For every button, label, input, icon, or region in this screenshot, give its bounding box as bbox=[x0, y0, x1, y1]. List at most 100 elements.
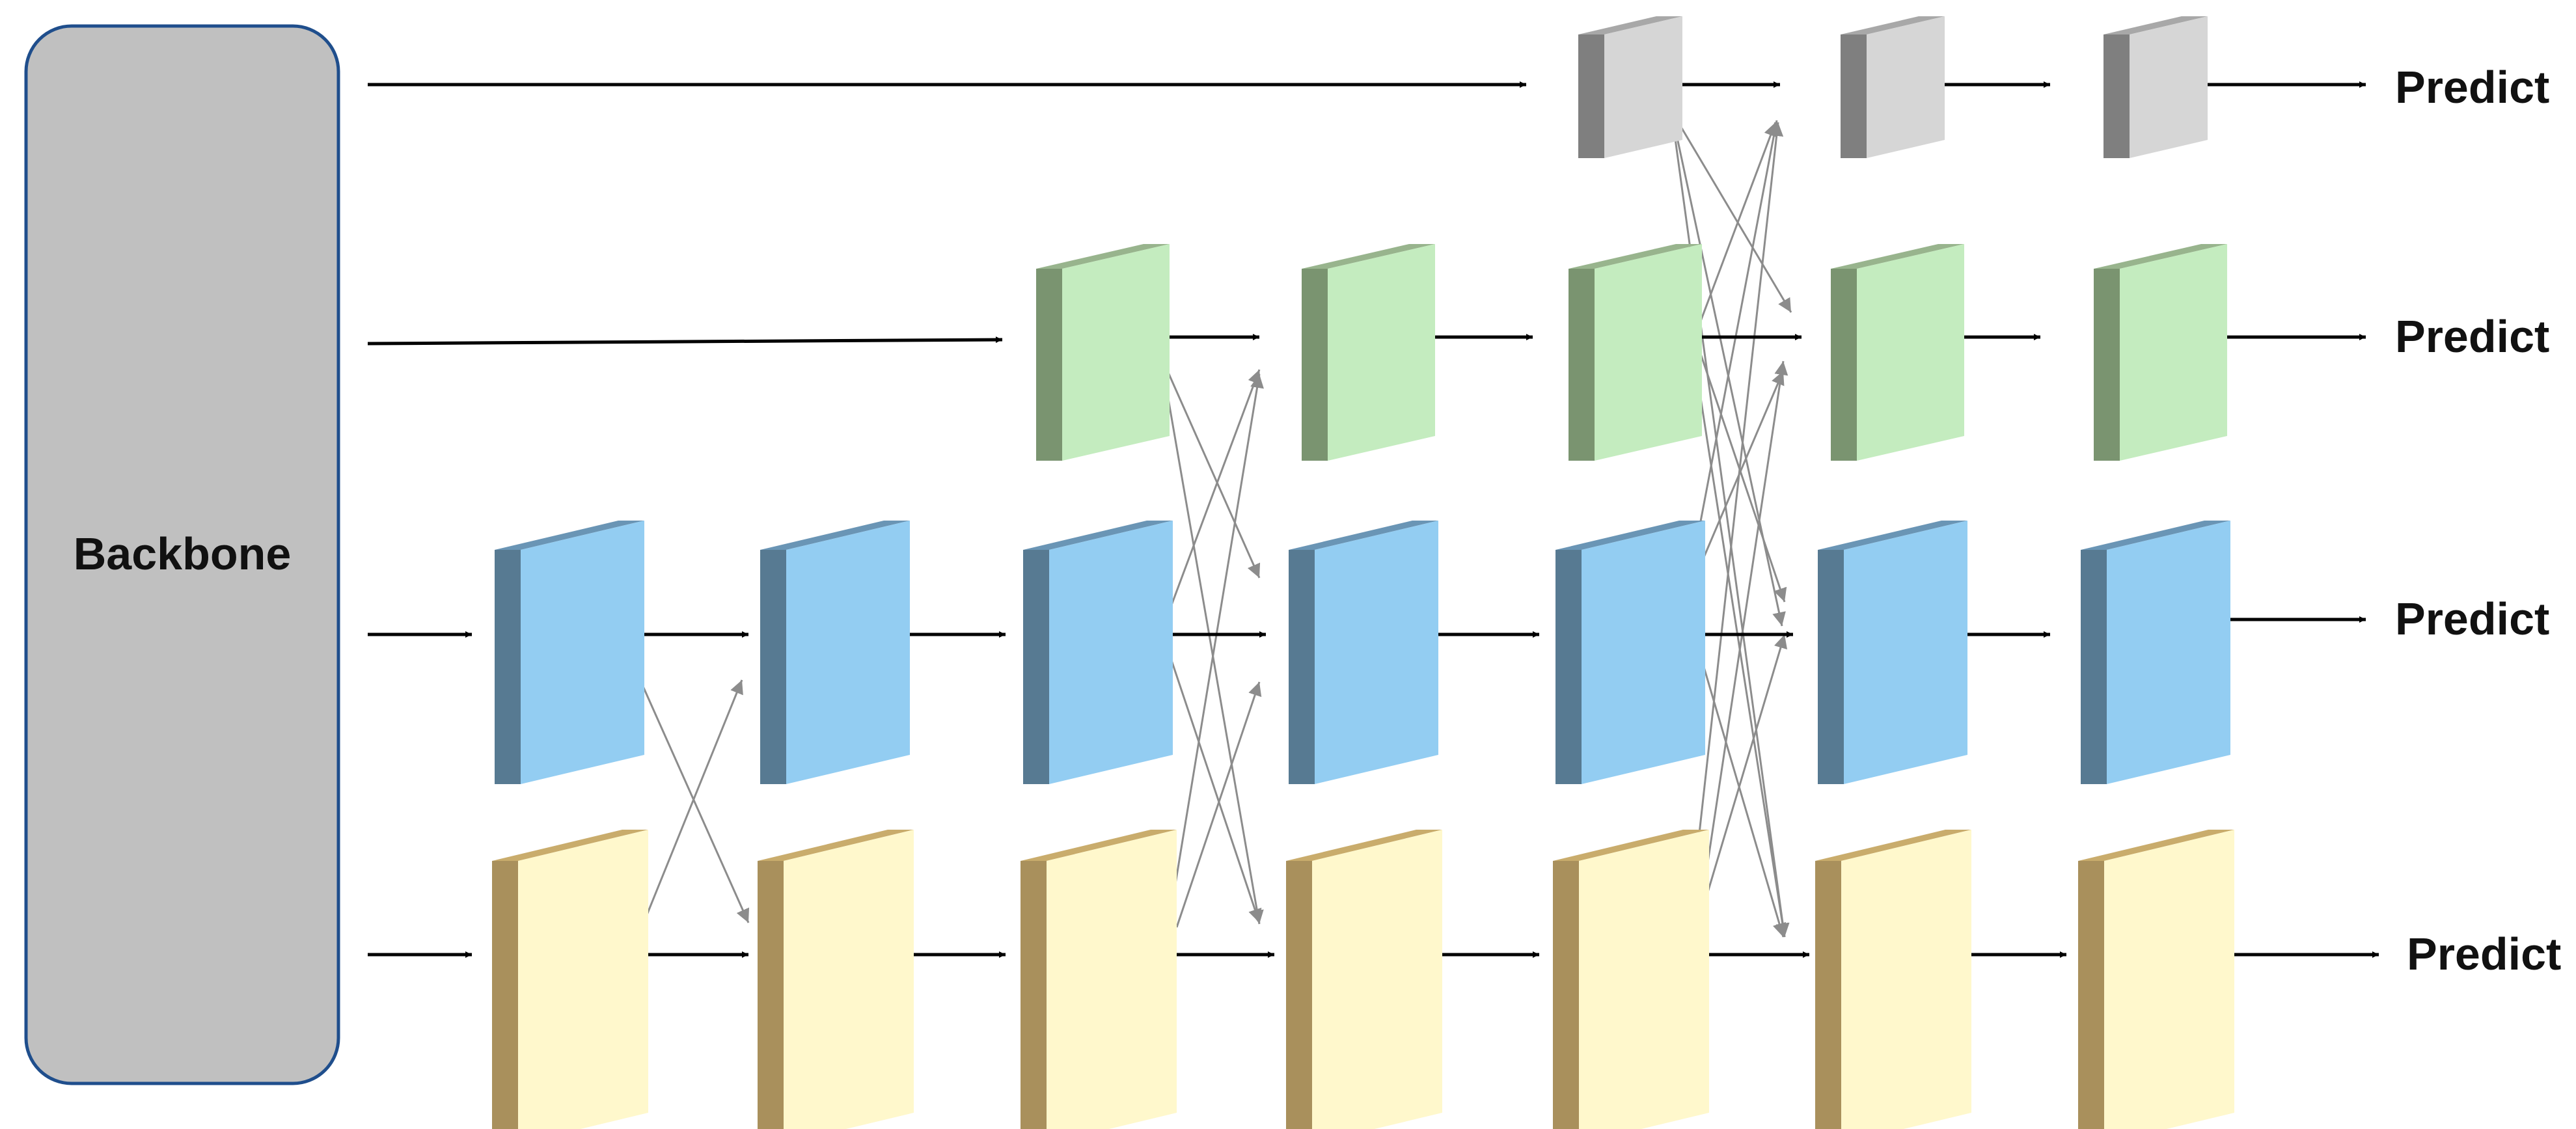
backbone-box bbox=[24, 24, 340, 1085]
feature-map-level-3-green-1 bbox=[1036, 244, 1170, 461]
feature-map-top bbox=[2078, 830, 2234, 861]
feature-map-level-3-green-3 bbox=[1569, 244, 1702, 461]
feature-map-level-1-yellow-4 bbox=[1286, 830, 1442, 1129]
feature-map-front bbox=[1328, 244, 1435, 461]
backbone-block: Backbone bbox=[24, 24, 340, 1085]
cross-scale-arrow-14 bbox=[1684, 120, 1781, 601]
feature-map-top bbox=[495, 521, 644, 550]
predict-label-level-2: Predict bbox=[2395, 593, 2549, 644]
feature-map-front bbox=[1841, 830, 1971, 1129]
feature-map-level-2-blue-3 bbox=[1023, 521, 1173, 784]
feature-map-side bbox=[1302, 269, 1328, 461]
feature-map-level-1-yellow-3 bbox=[1021, 830, 1177, 1129]
feature-map-level-1-yellow-6 bbox=[1815, 830, 1971, 1129]
feature-map-side bbox=[492, 861, 518, 1129]
feature-map-top bbox=[1818, 521, 1967, 550]
backbone-label: Backbone bbox=[74, 528, 292, 579]
feature-map-side bbox=[1578, 34, 1604, 158]
feature-map-level-1-yellow-7 bbox=[2078, 830, 2234, 1129]
feature-map-level-4-gray-3 bbox=[2103, 16, 2208, 158]
feature-map-top bbox=[1569, 244, 1702, 269]
predict-label-level-4: Predict bbox=[2395, 62, 2549, 113]
feature-map-level-1-yellow-1 bbox=[492, 830, 648, 1129]
feature-map-level-2-blue-1 bbox=[495, 521, 644, 784]
feature-map-front bbox=[2120, 244, 2227, 461]
feature-map-front bbox=[521, 521, 644, 784]
cross-scale-arrow-20 bbox=[1697, 347, 1787, 603]
feature-map-side bbox=[1815, 861, 1841, 1129]
cross-scale-arrow-4 bbox=[1160, 360, 1264, 925]
feature-map-front bbox=[1047, 830, 1177, 1129]
cross-scale-arrow-9 bbox=[1670, 110, 1792, 313]
feature-map-side bbox=[1036, 269, 1062, 461]
feature-map-side bbox=[1818, 550, 1844, 784]
cross-scale-arrow-7 bbox=[1167, 374, 1264, 928]
feature-map-front bbox=[1315, 521, 1438, 784]
feature-map-side bbox=[1289, 550, 1315, 784]
feature-map-top bbox=[2094, 244, 2227, 269]
feature-map-level-2-blue-7 bbox=[2081, 521, 2230, 784]
feature-map-level-4-gray-1 bbox=[1578, 16, 1682, 158]
cross-scale-arrow-1 bbox=[640, 681, 750, 923]
feature-map-front bbox=[2107, 521, 2230, 784]
cross-scale-arrow-16 bbox=[1697, 360, 1788, 923]
feature-map-top bbox=[760, 521, 910, 550]
feature-map-side bbox=[760, 550, 786, 784]
feature-map-side bbox=[758, 861, 784, 1129]
feature-map-front bbox=[2104, 830, 2234, 1129]
cross-scale-arrow-2 bbox=[640, 679, 743, 930]
feature-map-top bbox=[1578, 16, 1682, 34]
feature-map-side bbox=[495, 550, 521, 784]
feature-map-top bbox=[492, 830, 648, 861]
predict-label-level-1: Predict bbox=[2407, 929, 2561, 979]
feature-map-level-3-green-4 bbox=[1831, 244, 1964, 461]
flow-arrow-5 bbox=[367, 336, 1003, 346]
cross-scale-arrow-19 bbox=[1691, 343, 1790, 938]
predict-labels: Predict Predict Predict Predict bbox=[2395, 62, 2561, 979]
feature-map-side bbox=[1569, 269, 1595, 461]
feature-map-level-2-blue-5 bbox=[1555, 521, 1705, 784]
feature-map-side bbox=[1286, 861, 1312, 1129]
feature-map-side bbox=[1555, 550, 1582, 784]
cross-scale-arrow-8 bbox=[1175, 681, 1262, 928]
feature-map-level-2-blue-2 bbox=[760, 521, 910, 784]
feature-map-top bbox=[1553, 830, 1709, 861]
feature-map-level-3-green-2 bbox=[1302, 244, 1435, 461]
feature-map-front bbox=[518, 830, 648, 1129]
feature-map-top bbox=[1036, 244, 1170, 269]
feature-map-top bbox=[1289, 521, 1438, 550]
feature-map-level-2-blue-4 bbox=[1289, 521, 1438, 784]
feature-map-top bbox=[758, 830, 914, 861]
feature-map-top bbox=[2103, 16, 2208, 34]
feature-map-level-3-green-5 bbox=[2094, 244, 2227, 461]
feature-map-front bbox=[1595, 244, 1702, 461]
feature-map-side bbox=[1021, 861, 1047, 1129]
feature-map-front bbox=[1867, 16, 1945, 158]
feature-map-top bbox=[2081, 521, 2230, 550]
feature-map-top bbox=[1302, 244, 1435, 269]
feature-map-level-1-yellow-5 bbox=[1553, 830, 1709, 1129]
feature-map-front bbox=[786, 521, 910, 784]
cross-scale-connections bbox=[640, 110, 1792, 938]
feature-map-level-4-gray-2 bbox=[1841, 16, 1945, 158]
feature-map-front bbox=[1049, 521, 1173, 784]
feature-map-top bbox=[1815, 830, 1971, 861]
feature-map-front bbox=[1582, 521, 1705, 784]
cross-scale-arrow-3 bbox=[1160, 357, 1261, 578]
feature-map-side bbox=[2103, 34, 2130, 158]
feature-map-level-1-yellow-2 bbox=[758, 830, 914, 1129]
cross-scale-arrow-12 bbox=[1691, 122, 1777, 344]
feature-map-front bbox=[1857, 244, 1964, 461]
feature-map-front bbox=[1579, 830, 1709, 1129]
feature-map-top bbox=[1021, 830, 1177, 861]
feature-map-side bbox=[1023, 550, 1049, 784]
feature-map-top bbox=[1841, 16, 1945, 34]
cross-scale-arrow-18 bbox=[1697, 634, 1788, 923]
feature-map-top bbox=[1831, 244, 1964, 269]
feature-map-front bbox=[1604, 16, 1682, 158]
feature-map-top bbox=[1023, 521, 1173, 550]
feature-map-front bbox=[1062, 244, 1170, 461]
feature-map-side bbox=[2094, 269, 2120, 461]
feature-map-top bbox=[1555, 521, 1705, 550]
